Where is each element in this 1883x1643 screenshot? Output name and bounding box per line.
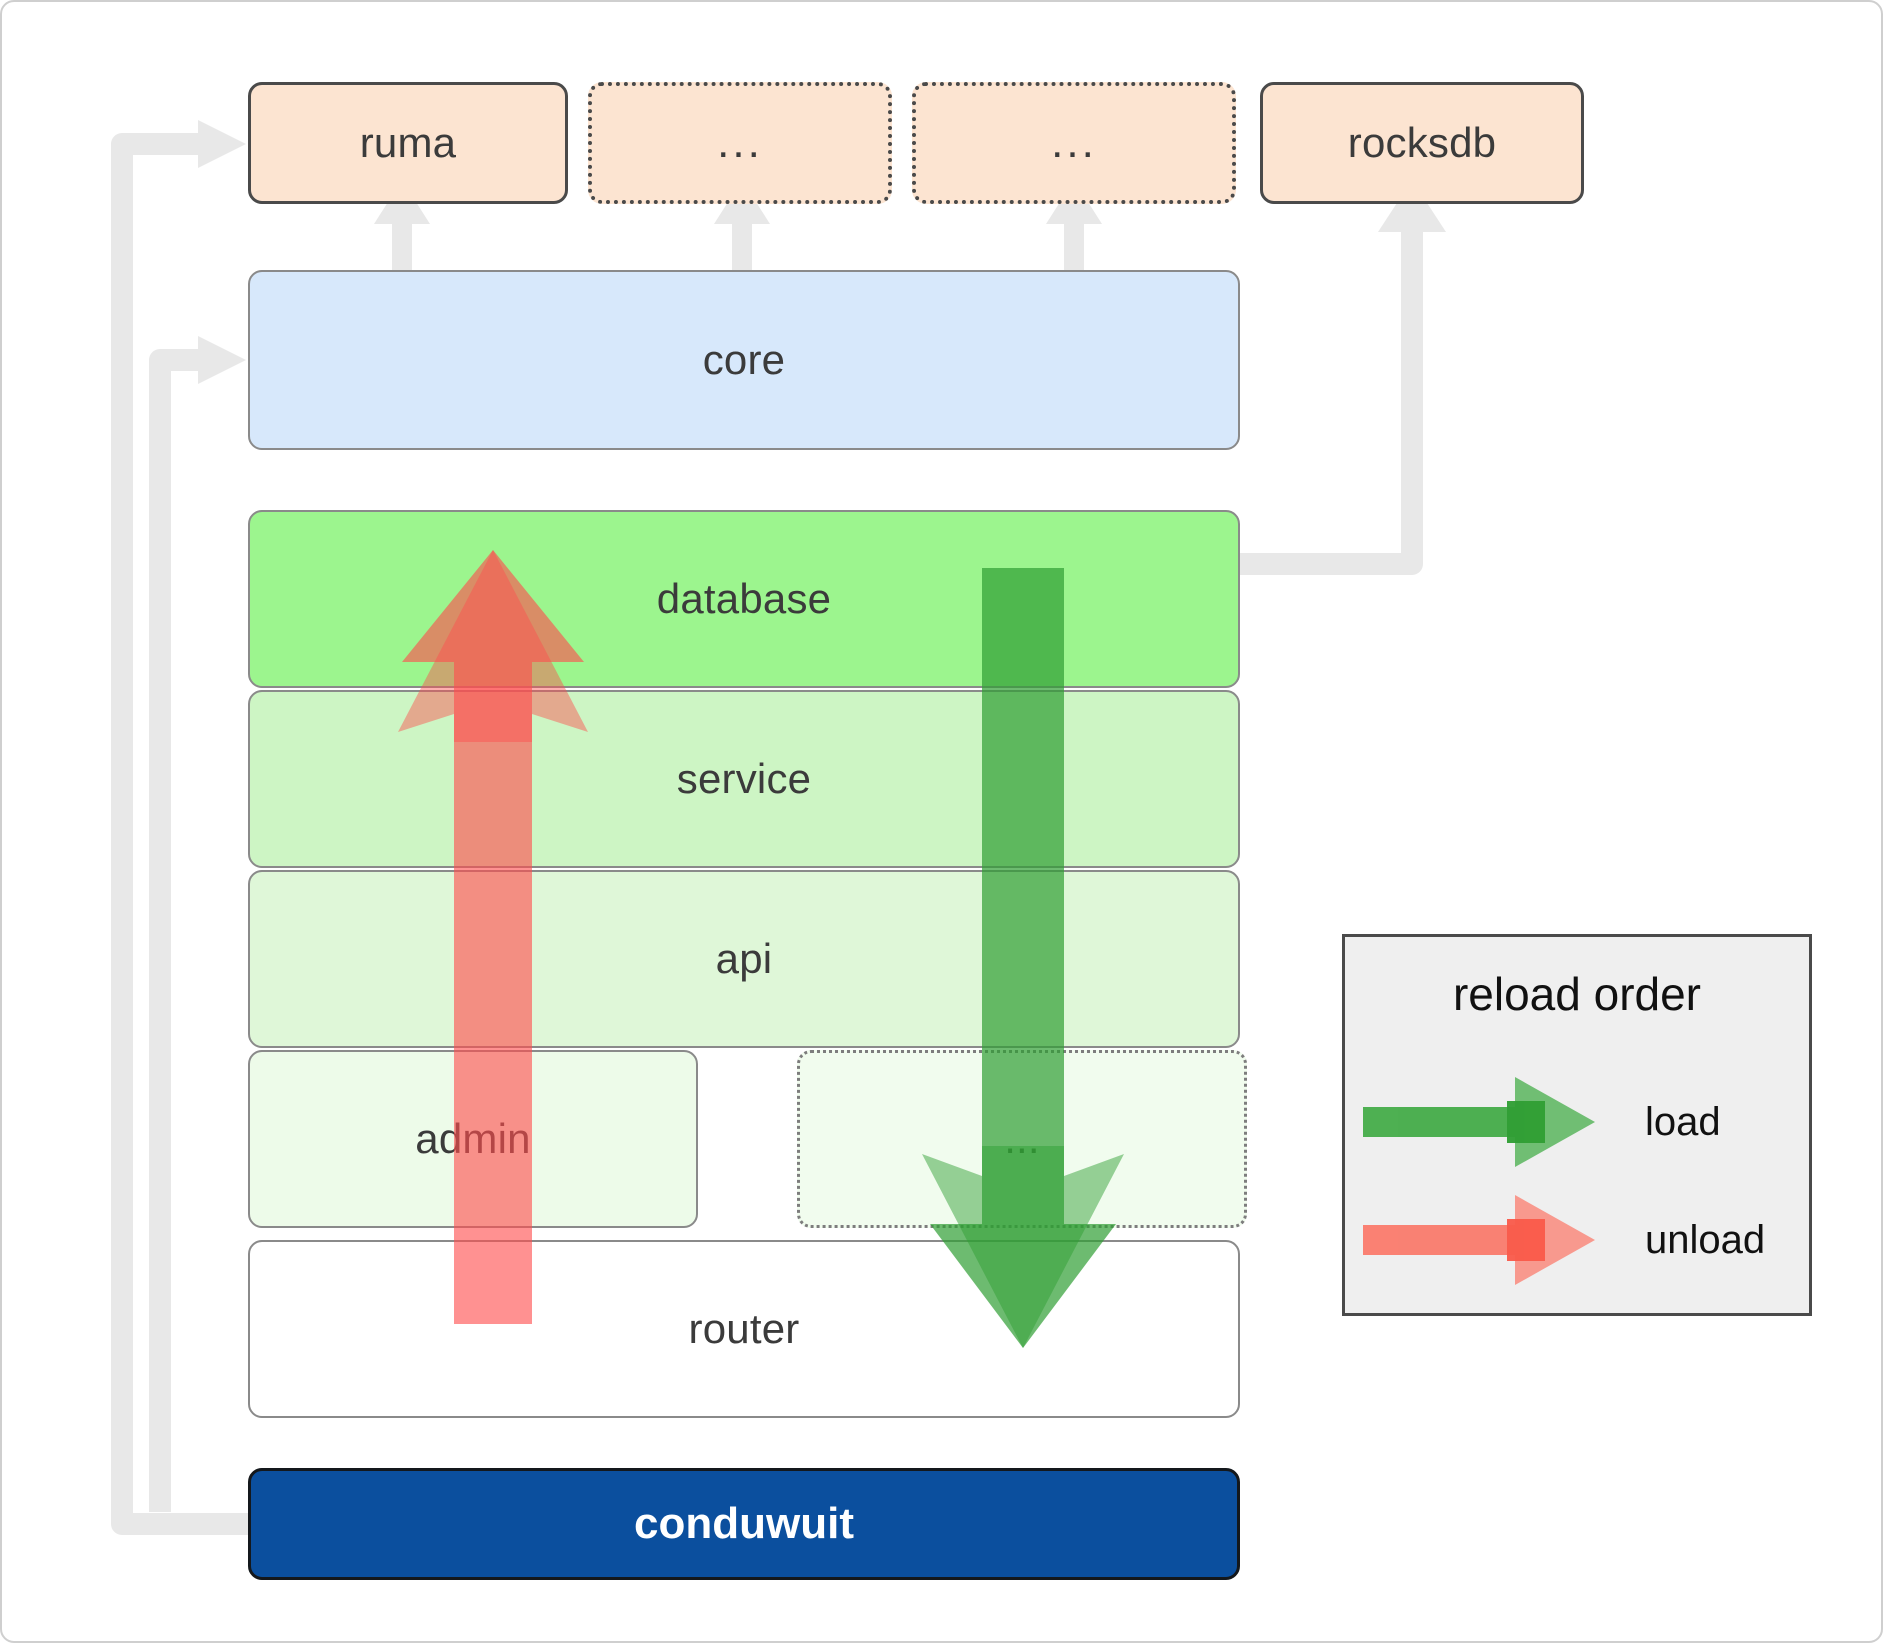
layer-label: router	[688, 1305, 800, 1352]
legend-title: reload order	[1452, 968, 1702, 1020]
layer-label: database	[656, 575, 832, 622]
dependency-label: ...	[1051, 118, 1097, 167]
dependency-label: ...	[717, 118, 763, 167]
layer-label: admin	[415, 1115, 531, 1162]
layer-box-core[interactable]: core	[248, 270, 1240, 450]
root-box-conduwuit[interactable]: conduwuit	[248, 1468, 1240, 1580]
dependency-label: rocksdb	[1347, 119, 1497, 166]
dependency-box-ruma[interactable]: ruma	[248, 82, 568, 204]
layer-label: core	[702, 336, 786, 383]
layer-label: service	[676, 755, 812, 802]
dependency-box-rocksdb[interactable]: rocksdb	[1260, 82, 1584, 204]
layer-label: api	[715, 935, 773, 982]
layer-box-router[interactable]: router	[248, 1240, 1240, 1418]
dependency-label: ruma	[359, 119, 457, 166]
layer-box-api[interactable]: api	[248, 870, 1240, 1048]
root-label: conduwuit	[634, 1499, 854, 1548]
layer-box-ellipsis[interactable]: ...	[797, 1050, 1247, 1228]
layer-box-service[interactable]: service	[248, 690, 1240, 868]
layer-box-database[interactable]: database	[248, 510, 1240, 688]
unload-arrow-icon	[1363, 1195, 1595, 1285]
legend-label-load: load	[1645, 1099, 1721, 1144]
layer-box-admin[interactable]: admin	[248, 1050, 698, 1228]
load-arrow-icon	[1363, 1077, 1595, 1167]
legend-panel: reload order load	[1342, 934, 1812, 1316]
dependency-box-ellipsis-2[interactable]: ...	[912, 82, 1236, 204]
dependency-box-ellipsis-1[interactable]: ...	[588, 82, 892, 204]
legend-item-unload: unload	[1345, 1185, 1815, 1295]
legend-item-load: load	[1345, 1067, 1815, 1177]
legend-label-unload: unload	[1645, 1217, 1766, 1262]
layer-label: ...	[1004, 1115, 1040, 1162]
